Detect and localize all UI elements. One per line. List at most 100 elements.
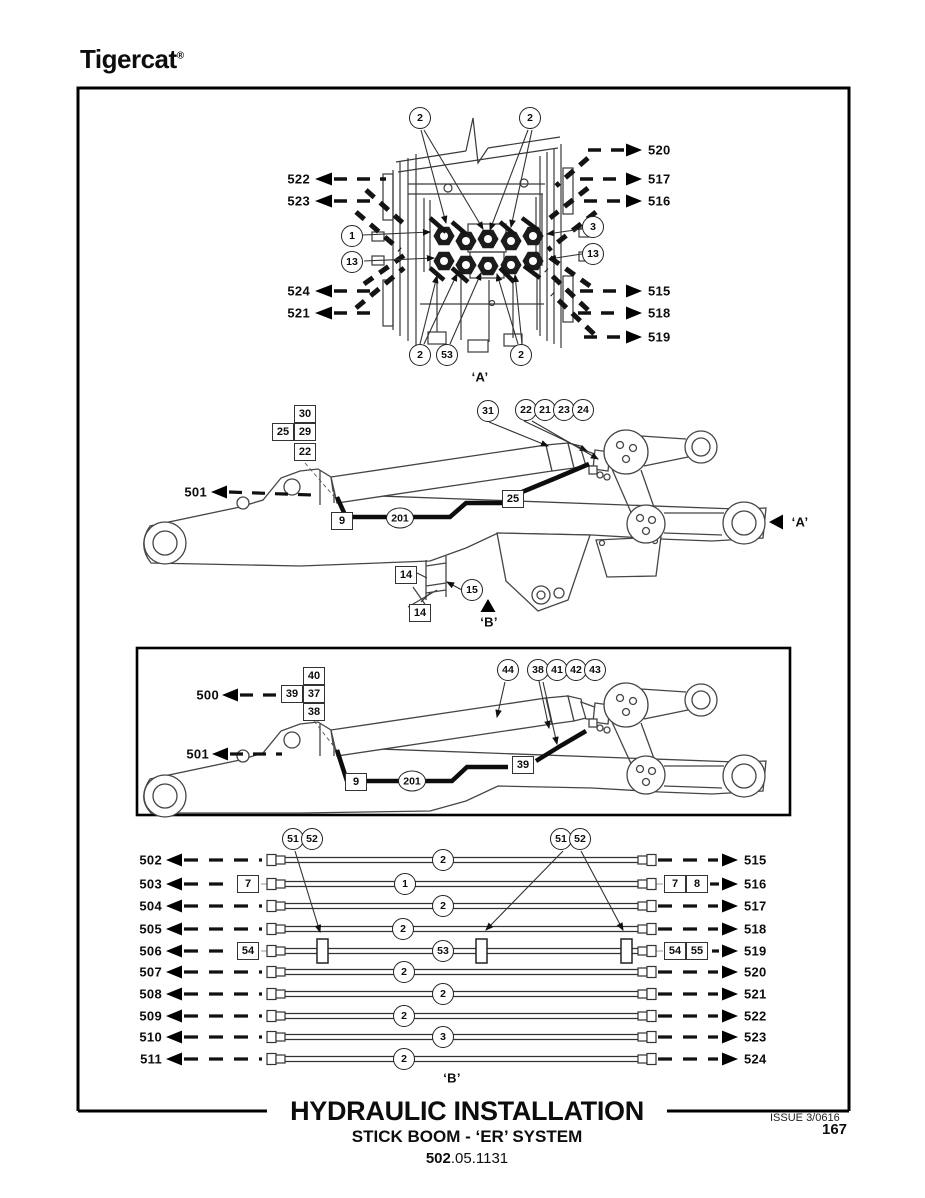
callout-52: 52 <box>301 828 323 850</box>
port-label-right: 524 <box>744 1051 767 1067</box>
item-box-30: 30 <box>294 405 316 423</box>
port-label-right: 519 <box>744 943 767 959</box>
port-label-right: 516 <box>744 876 767 892</box>
port-label-right: 515 <box>744 852 767 868</box>
port-label-right: 518 <box>744 921 767 937</box>
port-518-label: 518 <box>648 305 671 321</box>
hose-id-callout: 2 <box>432 849 454 871</box>
hose-schedule-drawing <box>166 850 738 1066</box>
port-519-label: 519 <box>648 329 671 345</box>
port-520-label: 520 <box>648 142 671 158</box>
detail-a-drawing <box>315 117 642 353</box>
callout-3: 3 <box>582 216 604 238</box>
callout-2: 2 <box>519 107 541 129</box>
page-subtitle: STICK BOOM - ‘ER’ SYSTEM <box>351 1127 583 1146</box>
hydraulic-hose-201 <box>334 461 590 520</box>
port-label-right: 523 <box>744 1029 767 1045</box>
port-label-left: 510 <box>139 1029 162 1045</box>
detail-a-label: ‘A’ <box>471 369 489 385</box>
view-a-drawing <box>143 420 783 612</box>
item-box-7: 7 <box>664 875 686 893</box>
port-label-left: 511 <box>140 1051 162 1067</box>
marker-a-triangle <box>769 514 783 530</box>
item-box-7: 7 <box>237 875 259 893</box>
marker-b-triangle <box>480 599 496 612</box>
item-box-39-clamp: 39 <box>512 756 534 774</box>
callout-53: 53 <box>436 344 458 366</box>
callout-2: 2 <box>409 344 431 366</box>
port-label-left: 509 <box>139 1008 162 1024</box>
callout-44: 44 <box>497 659 519 681</box>
callout-13: 13 <box>341 251 363 273</box>
port-523-label: 523 <box>287 193 310 209</box>
port-524-label: 524 <box>287 283 310 299</box>
port-501-arrow-b <box>212 747 228 761</box>
port-501-arrow <box>211 485 227 499</box>
port-label-right: 522 <box>744 1008 767 1024</box>
port-501-label: 501 <box>184 484 207 500</box>
port-521-label: 521 <box>287 305 310 321</box>
port-label-left: 508 <box>139 986 162 1002</box>
item-box-29: 29 <box>294 423 316 441</box>
port-label-right: 520 <box>744 964 767 980</box>
port-label-left: 503 <box>139 876 162 892</box>
callout-13: 13 <box>582 243 604 265</box>
port-500-arrow <box>222 688 238 702</box>
registered-mark: ® <box>176 50 184 62</box>
item-box-14-lower: 14 <box>409 604 431 622</box>
item-box-38: 38 <box>303 703 325 721</box>
page-number: 167 <box>822 1121 848 1138</box>
item-box-22: 22 <box>294 443 316 461</box>
item-box-54: 54 <box>237 942 259 960</box>
callout-52: 52 <box>569 828 591 850</box>
hose-id-callout: 2 <box>393 1005 415 1027</box>
port-515-label: 515 <box>648 283 671 299</box>
port-label-left: 502 <box>139 852 162 868</box>
callout-43: 43 <box>584 659 606 681</box>
port-label-left: 506 <box>139 943 162 959</box>
hose-id-callout: 2 <box>392 918 414 940</box>
callout-2: 2 <box>510 344 532 366</box>
port-501-label-b: 501 <box>186 746 209 762</box>
hose-id-201-b: 201 <box>398 770 426 792</box>
item-box-9-b: 9 <box>345 773 367 791</box>
item-box-39: 39 <box>281 685 303 703</box>
tigercat-logo: Tigercat® <box>80 44 184 74</box>
port-label-left: 507 <box>139 964 162 980</box>
hose-clamps <box>316 938 633 964</box>
hose-id-callout: 53 <box>432 940 454 962</box>
marker-b-label: ‘B’ <box>480 614 498 630</box>
issue-label: ISSUE 3/0616 <box>770 1112 840 1124</box>
hose-id-callout: 2 <box>393 961 415 983</box>
port-522-label: 522 <box>287 171 310 187</box>
hose-id-callout: 2 <box>432 983 454 1005</box>
doc-number: 502.05.1131 <box>425 1150 509 1167</box>
port-517-label: 517 <box>648 171 671 187</box>
hose-id-callout: 2 <box>432 895 454 917</box>
view-b-drawing <box>135 646 792 818</box>
callout-2: 2 <box>409 107 431 129</box>
page-frame <box>76 86 851 1113</box>
item-box-25-clamp: 25 <box>502 490 524 508</box>
item-box-37: 37 <box>303 685 325 703</box>
callout-42: 42 <box>565 659 587 681</box>
callout-31: 31 <box>477 400 499 422</box>
marker-a-label: ‘A’ <box>791 514 809 530</box>
callout-15: 15 <box>461 579 483 601</box>
item-box-40: 40 <box>303 667 325 685</box>
hydraulic-hose-201-b <box>334 729 588 784</box>
port-label-right: 521 <box>744 986 767 1002</box>
item-box-14-upper: 14 <box>395 566 417 584</box>
detail-a-port-arrows <box>315 143 642 344</box>
item-box-9: 9 <box>331 512 353 530</box>
item-box-8: 8 <box>686 875 708 893</box>
port-label-left: 505 <box>139 921 162 937</box>
hose-id-201: 201 <box>386 507 414 529</box>
fitting-stubs <box>428 216 542 284</box>
item-box-54: 54 <box>664 942 686 960</box>
port-label-right: 517 <box>744 898 767 914</box>
callout-24: 24 <box>572 399 594 421</box>
port-label-left: 504 <box>139 898 162 914</box>
